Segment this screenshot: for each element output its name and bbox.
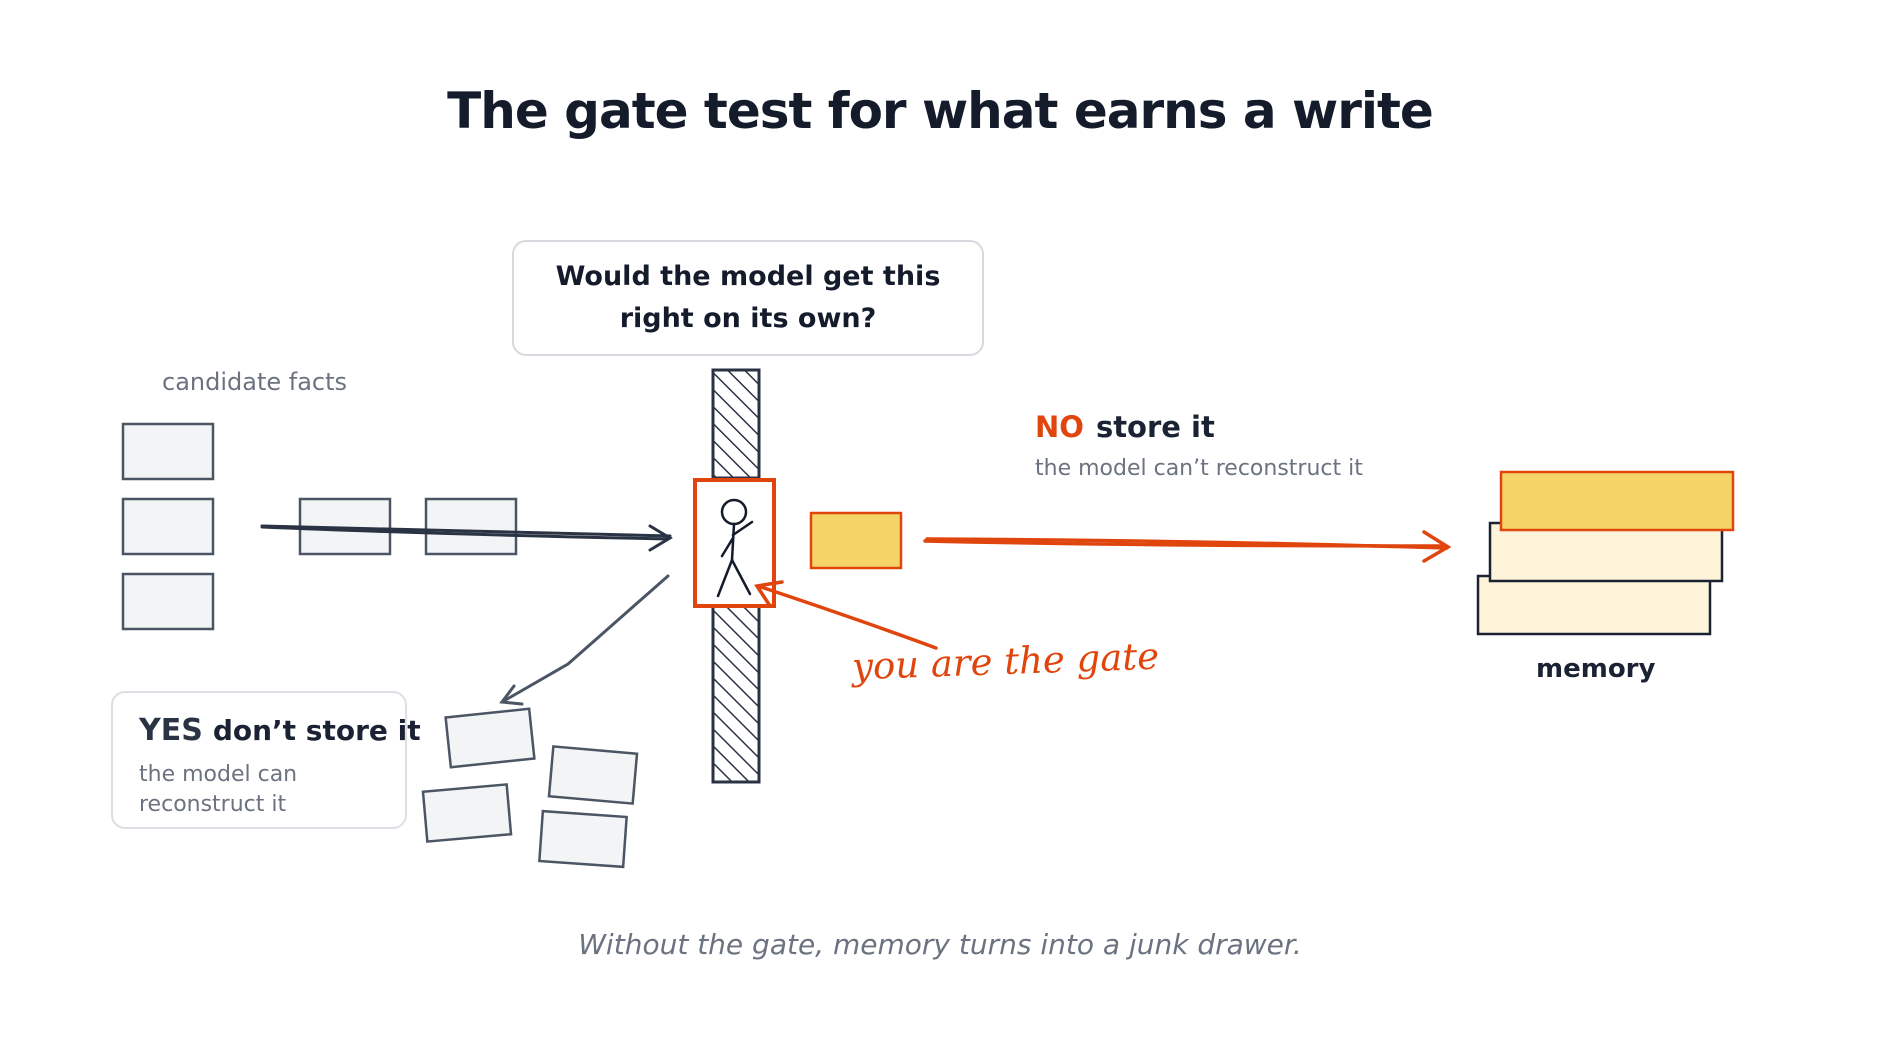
candidate-fact-1: [121, 422, 215, 481]
gate-question: Would the model get this right on its ow…: [555, 261, 941, 334]
no-branch-heading: NO store it: [1035, 410, 1215, 444]
gate-question-box: Would the model get this right on its ow…: [512, 240, 984, 356]
no-branch-reason: the model can’t reconstruct it: [1035, 456, 1363, 481]
caption: Without the gate, memory turns into a ju…: [578, 928, 1302, 961]
discarded-fact-1: [444, 707, 536, 769]
memory-layer-middle: [1488, 521, 1724, 583]
incoming-arrow: [260, 524, 673, 552]
gate-wall-bottom: [711, 604, 761, 784]
memory-label: memory: [1536, 654, 1656, 684]
candidate-fact-2: [121, 497, 215, 556]
no-action: store it: [1095, 410, 1215, 444]
yes-keyword: YES: [139, 713, 203, 748]
yes-branch-reason: the model can reconstruct it: [139, 762, 298, 817]
candidate-facts-label: candidate facts: [162, 368, 348, 396]
store-arrow: [923, 530, 1452, 563]
stick-figure-icon: [716, 498, 754, 598]
discard-arrow: [499, 574, 670, 706]
moving-fact-2: [424, 497, 518, 556]
discarded-fact-2: [547, 745, 639, 805]
no-keyword: NO: [1035, 410, 1084, 444]
page-title: The gate test for what earns a write: [447, 82, 1434, 140]
stored-fact: [809, 511, 903, 570]
gate-wall-top: [711, 368, 761, 480]
discarded-fact-4: [538, 809, 628, 869]
memory-layer-top: [1499, 470, 1735, 532]
discarded-fact-3: [421, 783, 513, 843]
candidate-fact-3: [121, 572, 215, 631]
yes-branch-box: YES don’t store it the model can reconstr…: [111, 691, 421, 829]
memory-layer-bottom: [1476, 574, 1712, 636]
gate-pointer-arrow: [754, 580, 938, 650]
yes-branch-heading: YES don’t store it: [139, 713, 421, 748]
yes-action: don’t store it: [212, 714, 421, 747]
